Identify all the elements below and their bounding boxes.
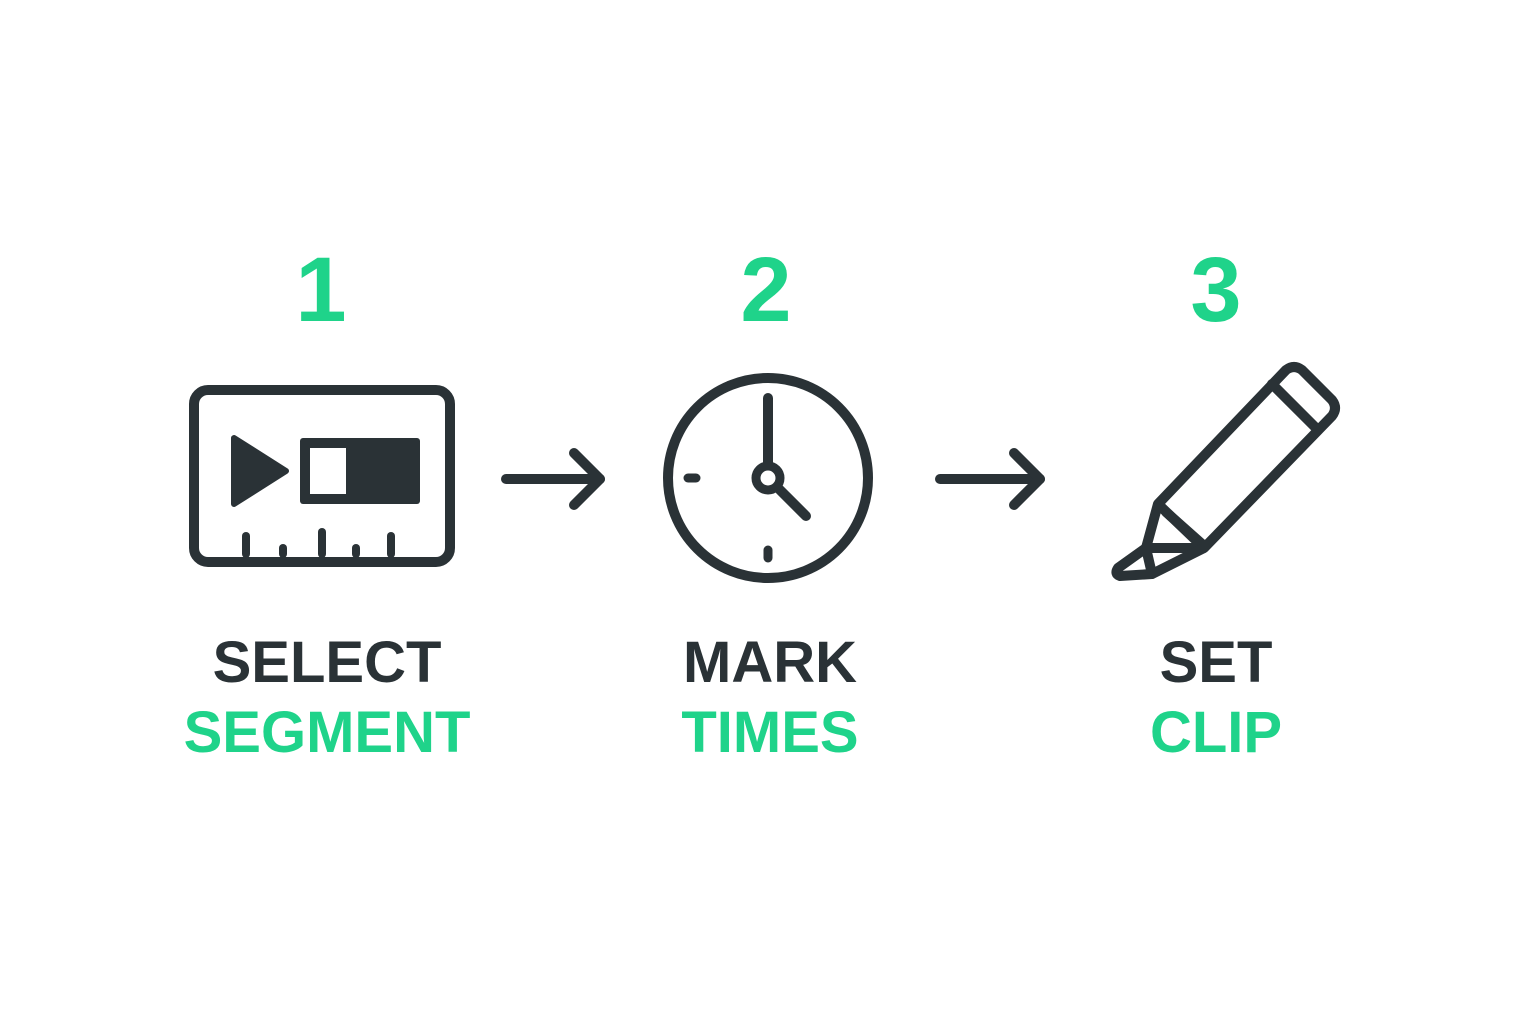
step-3-label-line1: SET xyxy=(1159,630,1273,695)
arrow-right-icon xyxy=(501,448,605,510)
step-3-label-line2: CLIP xyxy=(1149,700,1283,765)
step-2-number: 2 xyxy=(740,239,792,341)
arrow-right-icon xyxy=(935,448,1045,510)
step-1-label-line1: SELECT xyxy=(212,630,442,695)
step-2-label-line2: TIMES xyxy=(681,700,859,765)
step-3-number: 3 xyxy=(1190,239,1242,341)
pencil-icon xyxy=(1111,362,1340,581)
video-segment-icon xyxy=(189,385,455,567)
step-1-number: 1 xyxy=(295,239,347,341)
clock-icon xyxy=(663,373,873,583)
step-1-label-line2: SEGMENT xyxy=(183,700,471,765)
step-2-label-line1: MARK xyxy=(683,630,857,695)
